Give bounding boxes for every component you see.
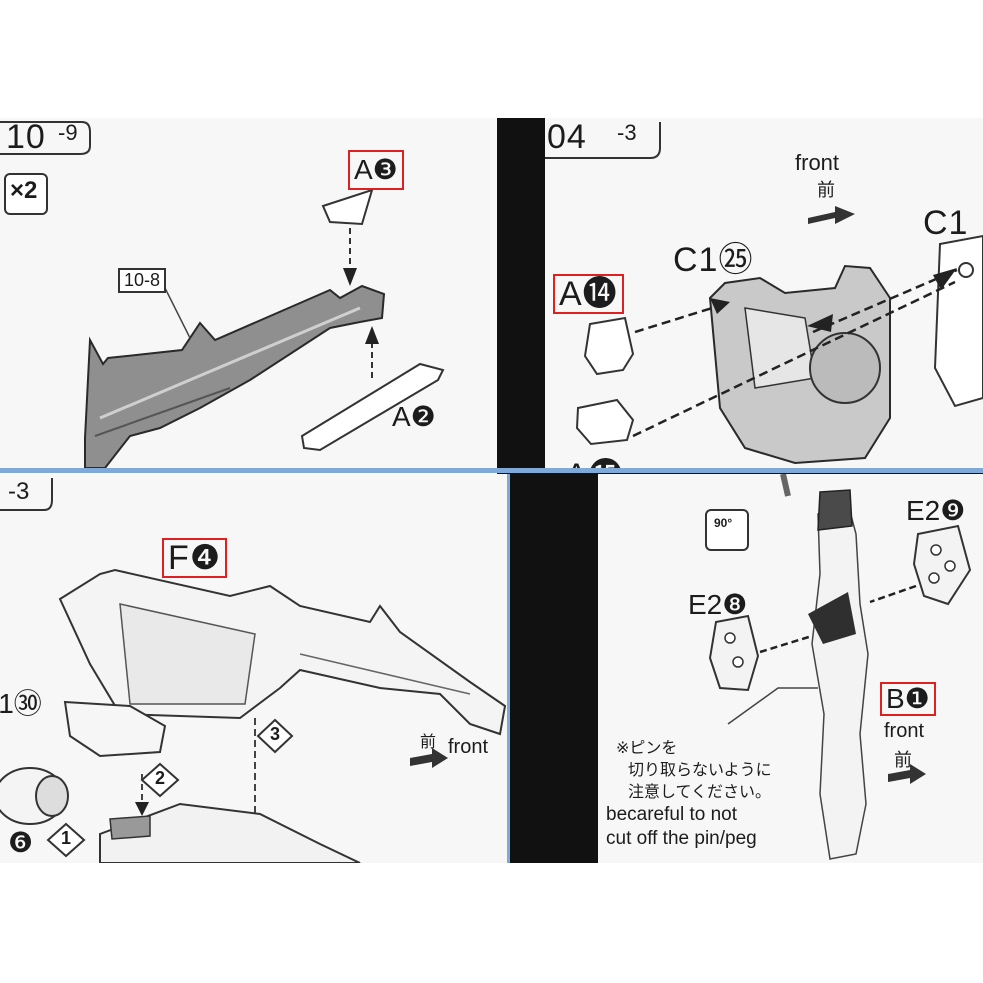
step-sub-number: -3 <box>617 120 637 145</box>
part-label-c1-30: C1㉚ <box>0 688 42 719</box>
panel-divider-horizontal <box>0 468 983 473</box>
part-label-a3: A❸ <box>348 150 404 190</box>
front-label: front <box>884 720 925 742</box>
part-label-a2: A❷ <box>392 401 436 432</box>
step-number: 10 <box>6 118 46 156</box>
caution-note-jp-line2: 切り取らないように <box>628 760 772 779</box>
front-label: front <box>795 150 840 175</box>
sequence-number-3: 3 <box>270 724 281 744</box>
caution-note-jp-line1: ※ピンを <box>616 738 678 757</box>
panel-top-right: 04 -3 front 前 C1㉕ C1 A⓮ A⓯ <box>497 118 983 474</box>
part-label-e2-9: E2❾ <box>906 495 966 526</box>
part-reference-label: 10-8 <box>118 268 167 293</box>
step-sub-number: -9 <box>58 120 78 145</box>
part-label-f4: F❹ <box>162 538 228 578</box>
caution-note-en-line1: becareful to not <box>606 804 737 825</box>
part-label-c1-25: C1㉕ <box>673 241 754 279</box>
panel-bottom-right: 90° E2❾ E2❽ B❶ front 前 ※ピンを 切り取らないように 注意… <box>508 474 983 863</box>
step-sub-number: -3 <box>8 478 30 505</box>
instruction-illustration-body <box>545 122 983 465</box>
front-label-jp: 前 <box>817 180 835 201</box>
step-number: 04 <box>547 118 587 156</box>
instruction-illustration-wing <box>0 121 445 468</box>
panel-divider-vertical <box>507 474 510 863</box>
part-label-a14: A⓮ <box>553 274 624 314</box>
part-label-6: ❻ <box>8 827 34 858</box>
front-label-jp: 前 <box>420 732 437 751</box>
panel-bottom-left: -3 F❹ C1㉚ 3 2 1 ❻ 前 front <box>0 474 508 863</box>
caution-note-en-line2: cut off the pin/peg <box>606 828 757 849</box>
front-label-jp: 前 <box>894 750 912 771</box>
rotate-90-badge: 90° <box>714 516 733 530</box>
front-label: front <box>448 736 489 758</box>
part-label-c1-cut: C1 <box>923 204 969 242</box>
instruction-illustration-frame <box>705 474 972 860</box>
caution-note-jp-line3: 注意してください。 <box>628 782 772 801</box>
sequence-number-1: 1 <box>61 828 72 848</box>
instruction-illustration-wing-assembly <box>0 478 507 863</box>
part-label-b1: B❶ <box>880 682 936 716</box>
sequence-number-2: 2 <box>155 768 166 788</box>
panel-top-left: 10 -9 ×2 10-8 A❸ A❷ <box>0 118 497 468</box>
part-label-a15: A⓯ <box>565 448 624 468</box>
part-label-e2-8: E2❽ <box>688 589 748 620</box>
panel-content-bottom-right: 90° E2❾ E2❽ B❶ front 前 ※ピンを 切り取らないように 注意… <box>598 474 983 863</box>
panel-content-top-right: 04 -3 front 前 C1㉕ C1 A⓮ A⓯ <box>545 118 983 468</box>
multiplier-badge: ×2 <box>10 177 38 204</box>
